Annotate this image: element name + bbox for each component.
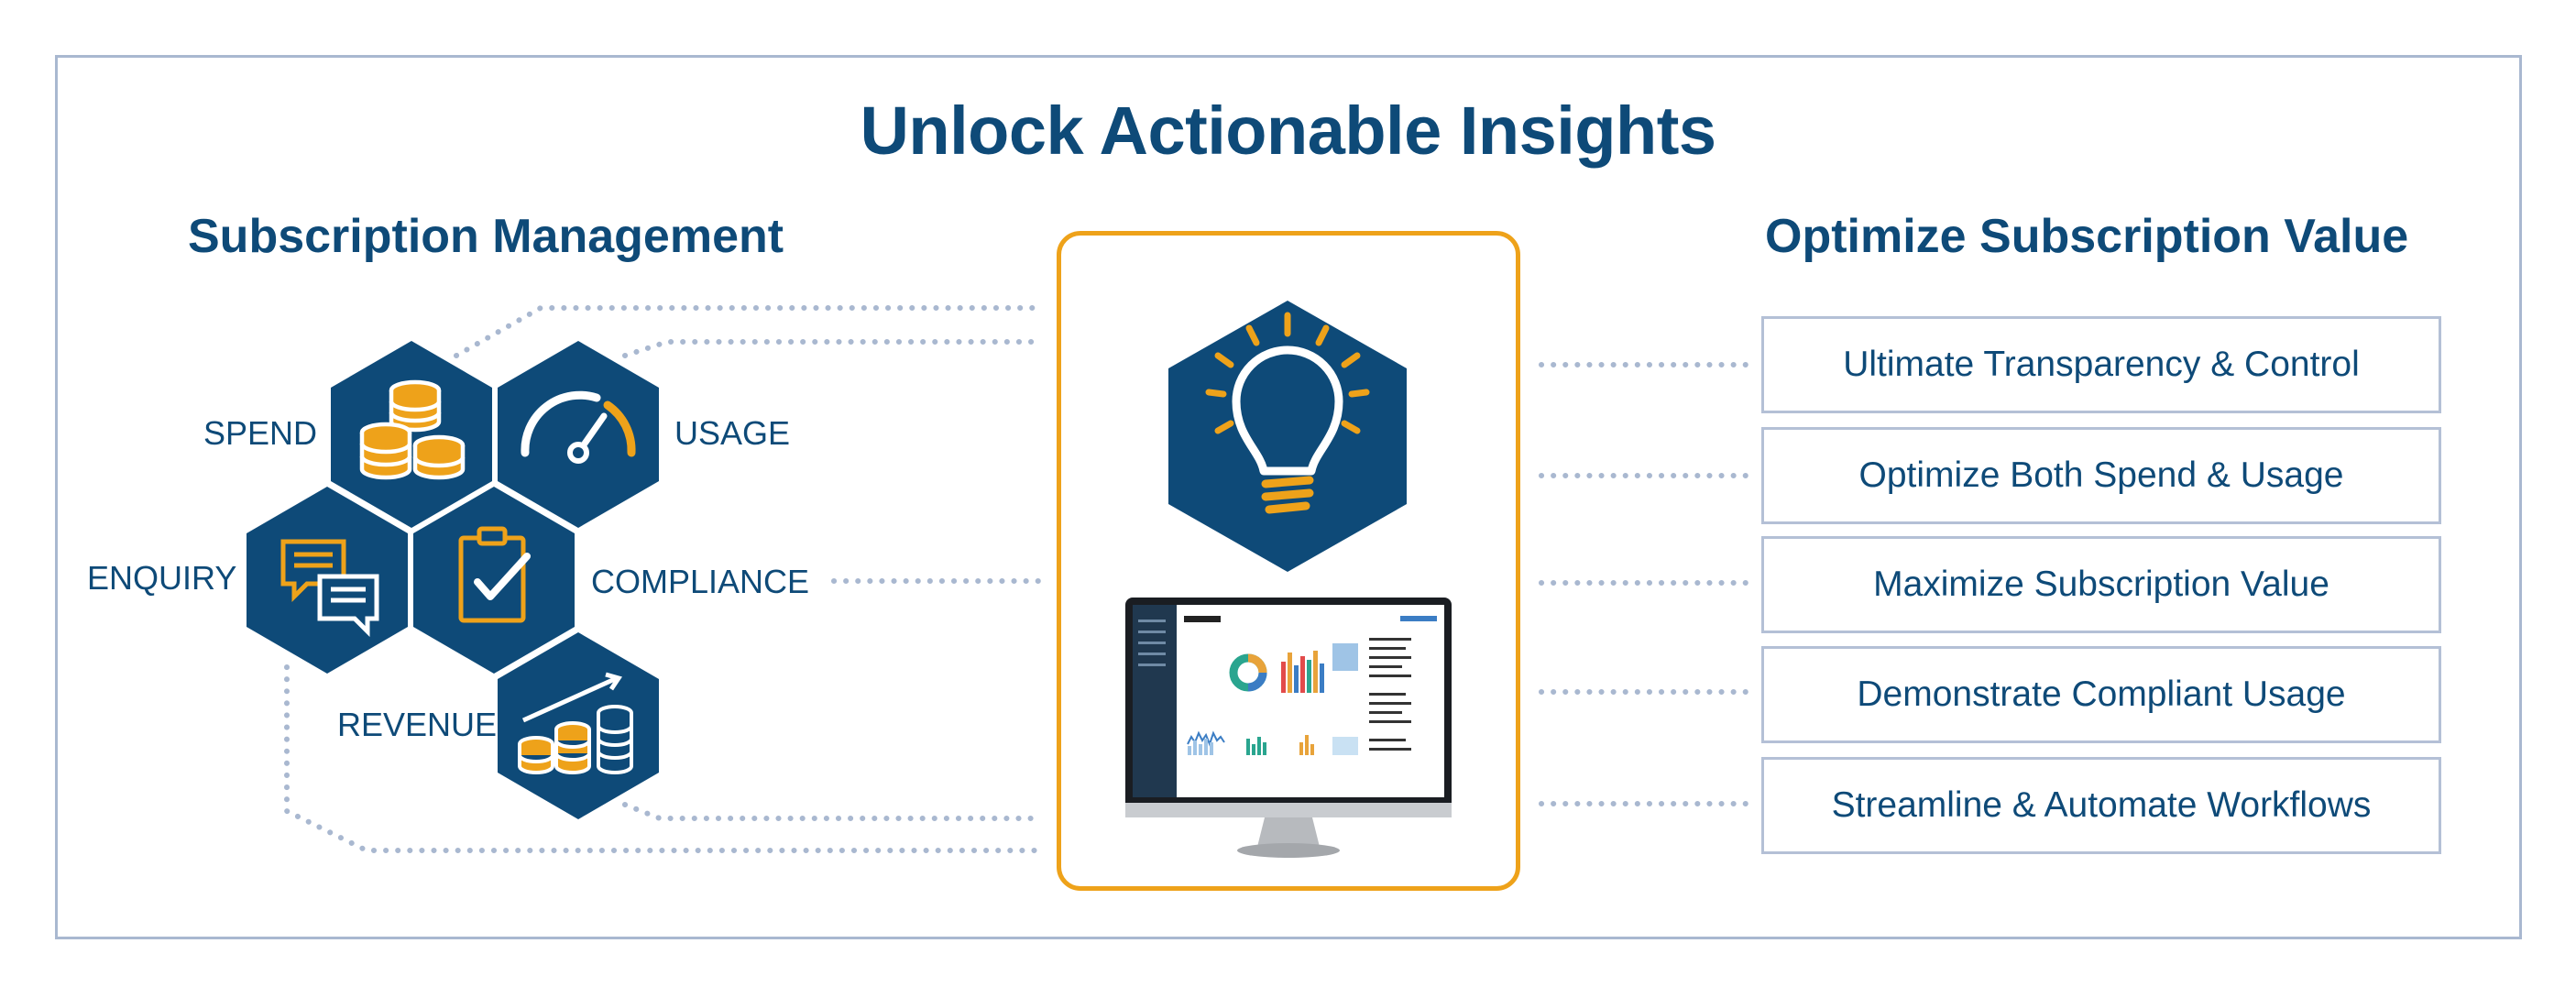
compliance-hexagon — [413, 487, 575, 674]
revenue-connector — [622, 802, 1041, 821]
spend-label: SPEND — [203, 414, 318, 452]
usage-connector — [622, 339, 1041, 358]
revenue-label: REVENUE — [337, 706, 498, 743]
diagram-frame — [55, 55, 2522, 939]
spend-connector — [454, 305, 1041, 358]
spend-hexagon — [331, 341, 492, 528]
insight-hexagon — [1168, 301, 1407, 572]
subscription-management-heading: Subscription Management — [188, 210, 784, 263]
coin-stacks-icon — [359, 379, 466, 480]
growth-coins-icon — [518, 672, 633, 774]
value-item-label: Streamline & Automate Workflows — [1831, 785, 2372, 825]
usage-label: USAGE — [674, 414, 791, 452]
value-item-label: Demonstrate Compliant Usage — [1857, 674, 2346, 714]
optimize-value-heading: Optimize Subscription Value — [1765, 210, 2409, 263]
value-item-label: Maximize Subscription Value — [1873, 565, 2329, 604]
value-item-transparency: Ultimate Transparency & Control — [1761, 316, 2441, 413]
page-title: Unlock Actionable Insights — [860, 93, 1716, 169]
usage-hexagon — [498, 341, 659, 528]
screen-bar-chart — [1281, 651, 1324, 693]
compliance-label: COMPLIANCE — [591, 563, 810, 600]
chat-bubbles-icon — [280, 539, 379, 638]
value-item-label: Ultimate Transparency & Control — [1843, 345, 2360, 384]
enquiry-connector — [284, 664, 1041, 853]
enquiry-label: ENQUIRY — [87, 559, 237, 597]
value-item-maximize: Maximize Subscription Value — [1761, 536, 2441, 633]
gauge-icon — [521, 390, 636, 464]
clipboard-check-icon — [458, 526, 531, 623]
enquiry-hexagon — [247, 487, 408, 674]
revenue-hexagon — [498, 632, 659, 819]
lightbulb-icon — [1205, 312, 1370, 514]
value-item-label: Optimize Both Spend & Usage — [1858, 455, 2344, 495]
value-item-workflows: Streamline & Automate Workflows — [1761, 757, 2441, 854]
monitor-dashboard-icon — [1125, 598, 1452, 858]
value-item-compliant: Demonstrate Compliant Usage — [1761, 646, 2441, 743]
value-item-optimize: Optimize Both Spend & Usage — [1761, 427, 2441, 524]
